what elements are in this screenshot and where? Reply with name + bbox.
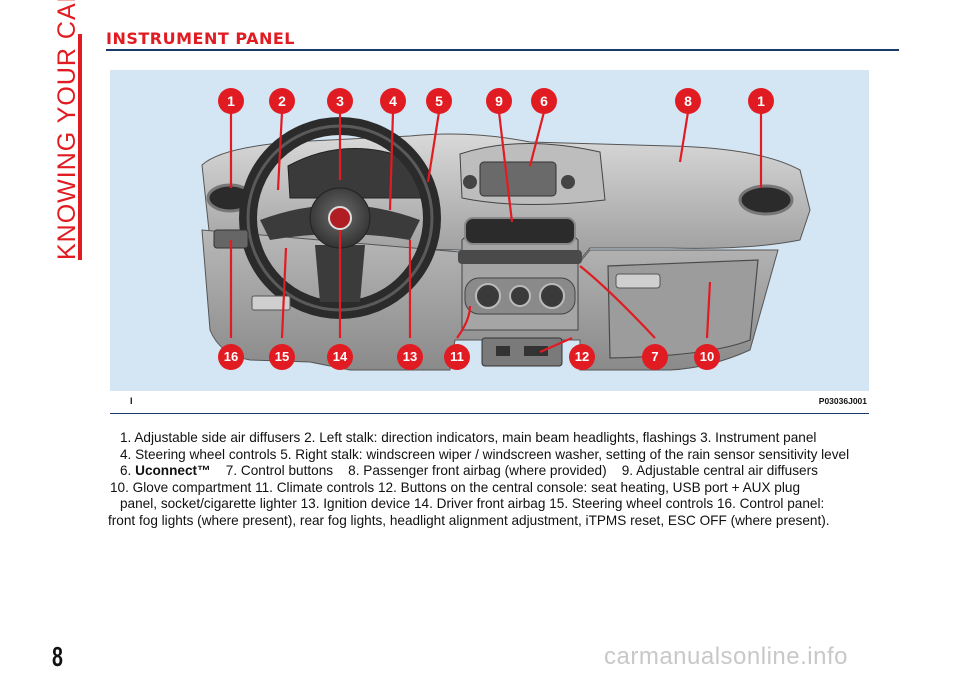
caption-rest: 7. Control buttons 8. Passenger front ai… [210,463,818,478]
callout-marker: 15 [269,344,295,370]
figure-caption: 1. Adjustable side air diffusers 2. Left… [108,430,920,529]
caption-line: 1. Adjustable side air diffusers 2. Left… [120,430,817,445]
callout-marker: 1 [748,88,774,114]
uconnect-label: Uconnect™ [135,463,211,478]
callout-marker: 4 [380,88,406,114]
callout-lines [229,111,763,354]
callout-marker: 11 [444,344,470,370]
callout-marker: 9 [486,88,512,114]
figure-left-code: I [130,396,133,406]
caption-line: 10. Glove compartment 11. Climate contro… [110,479,801,495]
callout-marker: 16 [218,344,244,370]
caption-line: 4. Steering wheel controls 5. Right stal… [120,446,850,462]
callout-marker: 14 [327,344,353,370]
instrument-panel-figure: 1 2 3 4 5 9 6 8 1 16 15 14 13 11 12 7 10… [110,70,869,414]
caption-line: front fog lights (where present), rear f… [108,512,830,528]
watermark: carmanualsonline.info [604,643,848,670]
page-header: INSTRUMENT PANEL [106,30,899,52]
callout-marker: 3 [327,88,353,114]
figure-footer: I P03036J001 [110,391,869,414]
callout-marker: 8 [675,88,701,114]
side-section-tab: KNOWING YOUR CAR [52,0,82,260]
callout-marker: 13 [397,344,423,370]
page-number: 8 [52,641,63,672]
callout-marker: 2 [269,88,295,114]
caption-line: 6. Uconnect™ 7. Control buttons 8. Passe… [120,463,920,480]
callout-marker: 5 [426,88,452,114]
figure-image-code: P03036J001 [818,396,867,406]
callout-marker: 6 [531,88,557,114]
callout-marker: 12 [569,344,595,370]
section-tab-bar [78,34,82,260]
callout-marker: 1 [218,88,244,114]
callout-marker: 10 [694,344,720,370]
caption-line: panel, socket/cigarette lighter 13. Igni… [120,496,825,511]
caption-prefix: 6. [120,463,136,478]
header-rule [106,49,899,51]
callout-marker: 7 [642,344,668,370]
page-title: INSTRUMENT PANEL [106,29,295,48]
